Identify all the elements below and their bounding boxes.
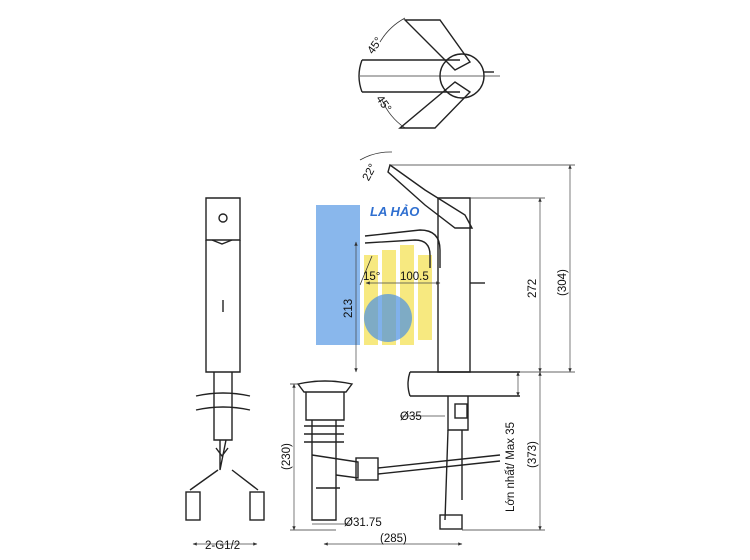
watermark-text: LA HẢO bbox=[370, 204, 419, 219]
top-view: 45° 45° bbox=[358, 17, 500, 129]
angle-spout-label: 15° bbox=[363, 271, 380, 283]
faucet-front-view: 2-G1/2 bbox=[185, 197, 265, 552]
angle-bottom-label: 45° bbox=[373, 93, 393, 114]
watermark-logo: LA HẢO bbox=[316, 204, 432, 345]
spout-height-label: 213 bbox=[343, 299, 355, 318]
faucet-side-view: 22° 15° 100.5 213 272 (304) bbox=[343, 151, 575, 531]
faucet-height-label: 272 bbox=[527, 279, 539, 298]
faucet-height-total-label: (304) bbox=[557, 269, 569, 296]
drain-diameter-label: Ø31.75 bbox=[344, 517, 382, 529]
spout-reach-label: 100.5 bbox=[400, 271, 429, 283]
drain-offset-label: (285) bbox=[380, 533, 407, 545]
hose-thread-label: 2-G1/2 bbox=[205, 540, 240, 552]
overall-height-label: (373) bbox=[527, 441, 539, 468]
drain-assembly: (230) Ø31.75 (285) bbox=[281, 380, 501, 546]
hole-diameter-label: Ø35 bbox=[400, 411, 422, 423]
drain-height-label: (230) bbox=[281, 443, 293, 470]
max-thickness-label: Lớn nhất/ Max 35 bbox=[505, 422, 517, 512]
angle-handle-label: 22° bbox=[361, 162, 380, 183]
